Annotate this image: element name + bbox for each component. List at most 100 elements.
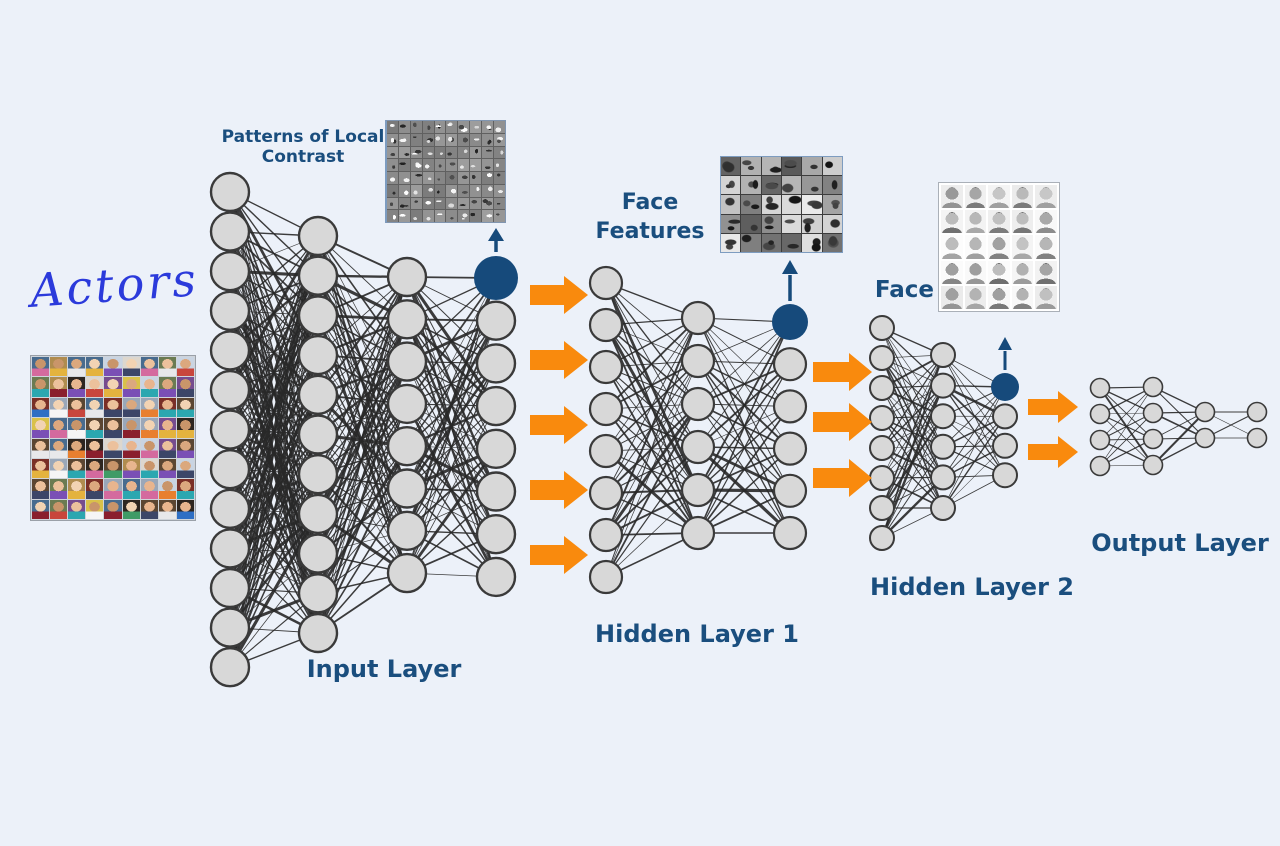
image-cell: [422, 184, 434, 197]
image-cell: [158, 458, 176, 479]
network-node: [209, 211, 251, 252]
image-cell: [122, 438, 140, 458]
network-edge: [1099, 386, 1154, 441]
image-cell: [482, 172, 494, 184]
network-edge: [406, 277, 497, 405]
network-edge: [697, 405, 791, 534]
image-cell: [761, 157, 781, 176]
network-edge: [228, 513, 320, 668]
network-node: [386, 468, 428, 509]
image-cell: [782, 157, 802, 176]
network-node: [209, 330, 251, 371]
image-cell: [434, 172, 446, 184]
network-edge: [317, 275, 408, 405]
network-edge: [697, 363, 791, 534]
network-node: [869, 405, 895, 431]
image-cell: [387, 184, 398, 197]
image-cell: [741, 233, 761, 252]
network-edge: [406, 405, 497, 574]
face-features-image: [720, 156, 843, 253]
network-node: [297, 255, 339, 296]
image-cell: [434, 121, 446, 133]
flow-arrow: [530, 471, 588, 509]
image-cell: [176, 357, 194, 377]
image-cell: [176, 499, 194, 519]
image-cell: [422, 210, 434, 222]
image-cell: [964, 185, 987, 209]
network-node: [1089, 455, 1111, 477]
image-cell: [104, 357, 122, 377]
network-node: [930, 495, 956, 521]
image-cell: [458, 159, 470, 171]
flow-arrow: [1028, 436, 1078, 468]
image-cell: [86, 357, 104, 377]
image-cell: [387, 133, 398, 146]
image-cell: [398, 159, 410, 171]
network-node: [386, 552, 428, 594]
image-cell: [782, 214, 802, 233]
network-edge: [317, 530, 408, 634]
flow-arrow: [1028, 391, 1078, 423]
network-node: [297, 215, 339, 257]
image-cell: [964, 210, 987, 234]
image-cell: [158, 397, 176, 418]
network-node: [869, 525, 895, 551]
image-cell: [721, 157, 741, 176]
network-node: [209, 409, 251, 450]
patterns-label-line2: Contrast: [261, 147, 345, 168]
feature-callout-arrowhead: [998, 337, 1012, 350]
image-cell: [422, 197, 434, 210]
network-node: [930, 372, 956, 399]
image-cell: [446, 133, 458, 146]
network-node: [1246, 427, 1268, 449]
image-cell: [140, 357, 158, 377]
network-edge: [317, 276, 408, 634]
image-cell: [761, 195, 781, 214]
network-node: [1194, 427, 1216, 449]
image-cell: [398, 121, 410, 133]
image-cell: [32, 418, 50, 438]
image-cell: [494, 159, 505, 171]
face-features-label-line2: Features: [595, 218, 705, 244]
image-cell: [741, 176, 761, 195]
network-edge: [942, 415, 1006, 509]
network-edge: [942, 385, 1006, 476]
image-cell: [941, 285, 963, 309]
image-cell: [158, 418, 176, 438]
image-cell: [458, 210, 470, 222]
image-cell: [964, 260, 987, 284]
network-edge: [697, 448, 791, 534]
image-cell: [387, 159, 398, 171]
image-cell: [988, 235, 1010, 259]
image-cell: [140, 438, 158, 458]
network-edge: [406, 277, 497, 447]
image-cell: [176, 438, 194, 458]
image-cell: [988, 285, 1010, 309]
network-edge: [605, 317, 699, 368]
image-cell: [482, 184, 494, 197]
image-cell: [398, 184, 410, 197]
highlight-node: [991, 373, 1019, 401]
network-edge: [317, 434, 408, 574]
image-cell: [176, 397, 194, 418]
image-cell: [410, 133, 422, 146]
network-node: [209, 567, 251, 609]
image-cell: [122, 458, 140, 479]
network-node: [680, 515, 716, 551]
image-cell: [68, 418, 86, 438]
image-cell: [458, 133, 470, 146]
network-node: [475, 428, 517, 469]
network-node: [209, 171, 251, 213]
image-cell: [1035, 260, 1057, 284]
network-edge: [317, 488, 408, 634]
image-cell: [398, 133, 410, 146]
image-cell: [1035, 185, 1057, 209]
image-cell: [122, 377, 140, 397]
image-cell: [482, 121, 494, 133]
network-edge: [605, 403, 699, 578]
image-cell: [122, 357, 140, 377]
network-node: [588, 307, 624, 343]
network-node: [992, 432, 1018, 459]
flow-arrow: [813, 459, 872, 497]
network-node: [1142, 454, 1164, 476]
